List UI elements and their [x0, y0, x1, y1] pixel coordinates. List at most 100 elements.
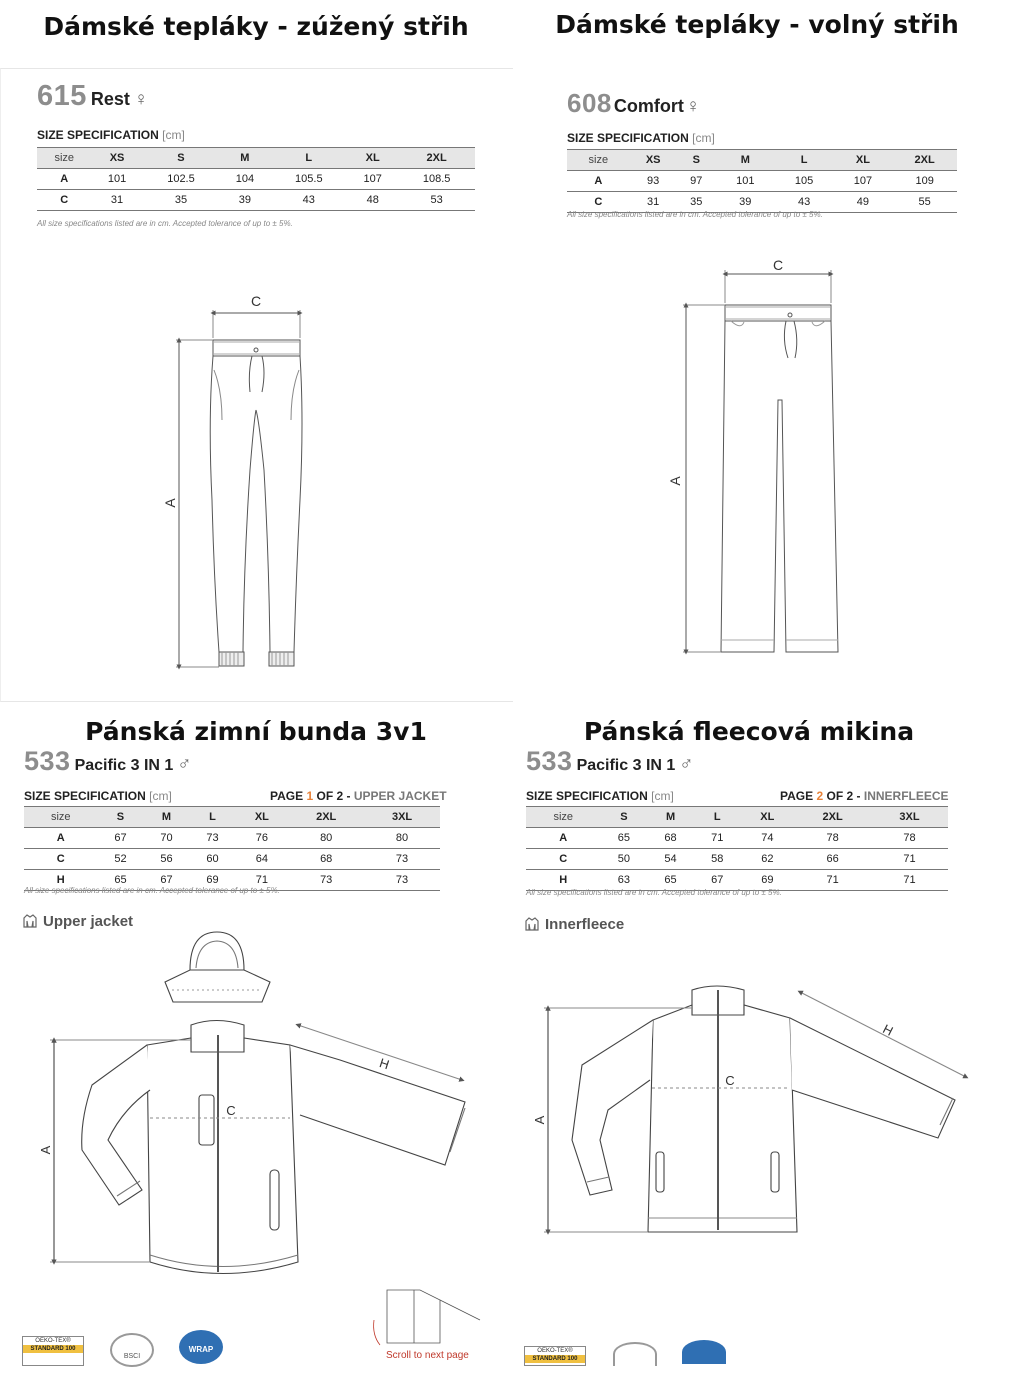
label-text: 1	[306, 789, 314, 803]
logo-text: STANDARD 100	[525, 1355, 585, 1363]
label-a: A	[532, 1115, 547, 1124]
panel-3-note: All size specifications listed are in cm…	[24, 886, 280, 895]
model-name: Pacific 3 IN 1	[576, 757, 676, 774]
table-cell: XL	[347, 147, 399, 169]
model-name: Rest	[90, 89, 130, 109]
logo-text: STANDARD 100	[23, 1345, 83, 1353]
table-cell: 35	[142, 189, 220, 211]
panel-1-spec-title: SIZE SPECIFICATION [cm]	[37, 128, 185, 142]
label-a: A	[667, 476, 683, 486]
scroll-to-next-page-link[interactable]: Scroll to next page	[386, 1350, 469, 1361]
table-cell: A	[567, 170, 630, 192]
table-cell: 2XL	[794, 806, 872, 828]
table-cell: M	[647, 806, 694, 828]
table-cell: XS	[629, 149, 677, 171]
scroll-hint-thumbnail	[373, 1289, 481, 1346]
table-cell: 109	[892, 170, 957, 192]
table-cell: 101	[715, 170, 775, 192]
table-cell: 97	[676, 170, 716, 192]
panel-1-note: All size specifications listed are in cm…	[37, 219, 293, 228]
table-cell: XS	[91, 147, 143, 169]
model-code: 533	[526, 746, 573, 776]
label-a: A	[162, 498, 178, 508]
model-name: Pacific 3 IN 1	[74, 757, 174, 774]
table-cell: 2XL	[892, 149, 957, 171]
jacket-drawing	[50, 931, 466, 1274]
table-cell: XL	[833, 149, 893, 171]
model-code: 533	[24, 746, 71, 776]
table-cell: 105	[774, 170, 834, 192]
table-cell: 67	[693, 869, 741, 891]
bsci-logo: BSCI	[110, 1333, 154, 1367]
table-cell: 52	[97, 848, 144, 870]
table-cell: 107	[833, 170, 893, 192]
male-icon: ♂	[177, 754, 192, 775]
table-cell: C	[24, 848, 98, 870]
table-cell: 3XL	[364, 806, 440, 828]
oeko-tex-logo: OEKO-TEX® STANDARD 100	[524, 1346, 586, 1366]
panel-4-heading: Pánská fleecová mikina	[583, 717, 915, 746]
table-cell: 65	[97, 869, 144, 891]
label-text: 2	[816, 789, 824, 803]
wrap-logo	[682, 1340, 726, 1364]
table-cell: 48	[347, 189, 399, 211]
table-cell: 43	[270, 189, 348, 211]
table-cell: M	[143, 806, 190, 828]
table-cell: 71	[871, 848, 948, 870]
table-cell: L	[270, 147, 348, 169]
model-code: 615	[37, 80, 87, 112]
table-cell: XL	[235, 806, 289, 828]
label-text: UPPER JACKET	[353, 789, 447, 803]
model-name: Comfort	[613, 96, 684, 116]
panel-4-section-title: Innerfleece	[524, 916, 624, 933]
table-cell: 39	[219, 189, 271, 211]
table-cell: 65	[600, 827, 648, 849]
panel-2-note: All size specifications listed are in cm…	[567, 210, 823, 219]
table-cell: size	[24, 806, 98, 828]
table-cell: 73	[189, 827, 236, 849]
table-cell: 69	[189, 869, 236, 891]
logo-text: OEKO-TEX®	[537, 1348, 573, 1354]
label-text: [cm]	[651, 789, 674, 803]
label-c: C	[725, 1073, 734, 1088]
table-cell: size	[526, 806, 601, 828]
panel-4-page-indicator: PAGE 2 OF 2 - INNERFLEECE	[780, 789, 949, 803]
fleece-drawing	[544, 985, 969, 1235]
table-cell: 2XL	[288, 806, 365, 828]
table-cell: 58	[693, 848, 741, 870]
table-cell: 60	[189, 848, 236, 870]
table-cell: H	[526, 869, 601, 891]
table-cell: M	[219, 147, 271, 169]
oeko-tex-logo: OEKO-TEX® STANDARD 100	[22, 1336, 84, 1366]
table-cell: 68	[288, 848, 365, 870]
straight-pants-drawing	[683, 270, 839, 655]
table-cell: 101	[91, 168, 143, 190]
table-cell: 74	[740, 827, 795, 849]
male-icon: ♂	[679, 754, 694, 775]
label-text: OF 2 -	[826, 789, 861, 803]
table-cell: XL	[740, 806, 795, 828]
label-h: H	[880, 1021, 895, 1039]
bsci-logo	[613, 1342, 657, 1366]
panel-3-page-indicator: PAGE 1 OF 2 - UPPER JACKET	[270, 789, 447, 803]
table-cell: 76	[235, 827, 289, 849]
panel-1-frame	[0, 68, 513, 702]
table-cell: 31	[629, 191, 677, 213]
table-cell: 56	[143, 848, 190, 870]
table-cell: C	[526, 848, 601, 870]
table-cell: size	[37, 147, 92, 169]
label-a: A	[38, 1145, 53, 1154]
table-cell: 93	[629, 170, 677, 192]
table-cell: H	[24, 869, 98, 891]
panel-4-note: All size specifications listed are in cm…	[526, 888, 782, 897]
table-cell: 43	[774, 191, 834, 213]
